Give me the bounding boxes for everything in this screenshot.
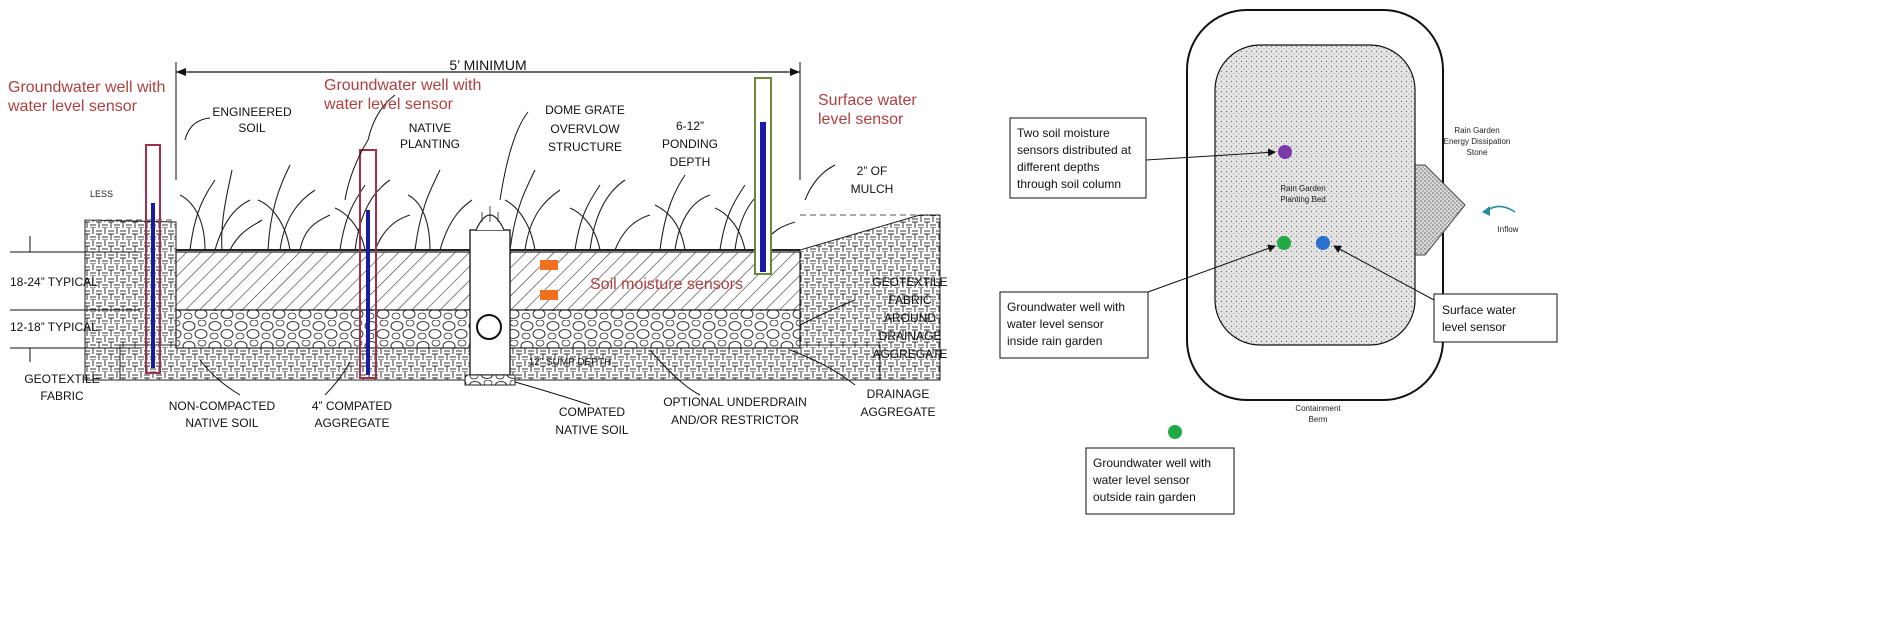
geotextile-around-label-3: AROUND xyxy=(884,311,936,325)
gw-inside-callout-line-1: Groundwater well with xyxy=(1007,300,1125,314)
geotextile-around-label-2: FABRIC xyxy=(888,293,932,307)
dome-grate-label-3: STRUCTURE xyxy=(548,140,622,154)
planting-bed xyxy=(1214,44,1416,346)
underdrain-label-1: OPTIONAL UNDERDRAIN xyxy=(663,395,807,409)
underdrain-pipe xyxy=(476,314,502,340)
dissipation-label-3: Stone xyxy=(1467,148,1488,157)
soil-moisture-sensor-upper xyxy=(540,260,558,270)
soil-moisture-callout-line-3: different depths xyxy=(1017,160,1100,174)
drainage-aggregate-label-2: AGGREGATE xyxy=(860,405,935,419)
compacted-aggregate-label-2: AGGREGATE xyxy=(314,416,389,430)
dissipation-label-2: Energy Dissipation xyxy=(1444,137,1511,146)
gw-outside-callout xyxy=(1085,447,1235,515)
soil-moisture-label: Soil moisture sensors xyxy=(590,276,743,293)
ponding-label-1: 6-12” xyxy=(676,119,704,133)
surface-sensor-arrow xyxy=(1333,245,1435,301)
soil-moisture-callout-line-2: sensors distributed at xyxy=(1017,143,1132,157)
soil-moisture-callout xyxy=(1009,117,1147,199)
gw-outside-callout-line-1: Groundwater well with xyxy=(1093,456,1211,470)
gw-well-inner-label-2: water level sensor xyxy=(323,96,454,113)
geotextile-fabric-label-1: GEOTEXTILE xyxy=(24,372,99,386)
compacted-aggregate-label-1: 4” COMPATED xyxy=(312,399,393,413)
soil-moisture-arrow xyxy=(1145,148,1276,161)
native-planting-label-2: PLANTING xyxy=(400,137,460,151)
cross-section: 5’ MINIMUM 12” SUMP DEPTH xyxy=(7,57,948,437)
plan-view: Two soil moisture sensors distributed at… xyxy=(999,9,1558,515)
engineered-soil-label-2: SOIL xyxy=(238,121,266,135)
water-level-sensor-inner xyxy=(366,210,370,375)
berm-label-2: Berm xyxy=(1308,415,1327,424)
inflow-label: Inflow xyxy=(1498,225,1519,234)
compacted-native-label-2: NATIVE SOIL xyxy=(555,423,628,437)
ponding-label-2: PONDING xyxy=(662,137,718,151)
dissipation-label-1: Rain Garden xyxy=(1454,126,1499,135)
gw-inside-dot xyxy=(1277,236,1291,250)
groundwater-well-outer xyxy=(145,144,161,374)
less-label: LESS xyxy=(90,189,113,199)
groundwater-well-inner xyxy=(359,149,377,379)
non-compacted-label-1: NON-COMPACTED xyxy=(169,399,276,413)
surface-water-sensor-bar xyxy=(760,122,766,272)
gw-outside-callout-line-2: water level sensor xyxy=(1092,473,1190,487)
dome-grate-label-1: DOME GRATE xyxy=(545,103,625,117)
soil-moisture-callout-line-4: through soil column xyxy=(1017,177,1121,191)
geotextile-around-label-5: AGGREGATE xyxy=(872,347,947,361)
typical-12-18-label: 12-18” TYPICAL xyxy=(10,320,98,334)
inflow-arrow xyxy=(1487,205,1516,213)
gw-inside-arrow xyxy=(1147,244,1276,293)
water-level-sensor-outer xyxy=(151,203,155,368)
mulch-label-2: MULCH xyxy=(851,182,894,196)
non-compacted-label-2: NATIVE SOIL xyxy=(185,416,258,430)
inflow-arrow-head xyxy=(1482,206,1490,216)
engineered-soil-label-1: ENGINEERED xyxy=(212,105,292,119)
planting-bed-label-1: Rain Garden xyxy=(1280,184,1325,193)
surface-sensor-callout xyxy=(1433,293,1558,343)
geotextile-around-label-1: GEOTEXTILE xyxy=(872,275,947,289)
gw-outside-callout-line-3: outside rain garden xyxy=(1093,490,1196,504)
arrow-head-right xyxy=(790,68,800,76)
soil-moisture-callout-line-1: Two soil moisture xyxy=(1017,126,1110,140)
arrow-head-left xyxy=(176,68,186,76)
gw-inside-callout-line-3: inside rain garden xyxy=(1007,334,1102,348)
soil-moisture-sensor-lower xyxy=(540,290,558,300)
native-planting-label-1: NATIVE xyxy=(409,121,451,135)
gw-inside-callout xyxy=(999,291,1149,359)
gw-well-outer-label-2: water level sensor xyxy=(7,98,138,115)
typical-18-24-label: 18-24” TYPICAL xyxy=(10,275,98,289)
native-plants xyxy=(179,164,796,251)
surface-sensor-callout-line-1: Surface water xyxy=(1442,303,1516,317)
gw-outside-dot xyxy=(1168,425,1182,439)
sump-aggregate xyxy=(464,374,516,386)
surface-sensor-label-2: level sensor xyxy=(818,111,904,128)
berm-label-1: Containment xyxy=(1295,404,1341,413)
surface-sensor-dot xyxy=(1316,236,1330,250)
planting-bed-label-2: Planting Bed xyxy=(1280,195,1325,204)
underdrain-label-2: AND/OR RESTRICTOR xyxy=(671,413,799,427)
ponding-label-3: DEPTH xyxy=(670,155,711,169)
geotextile-around-label-4: DRAINAGE xyxy=(879,329,942,343)
sump-depth-label: 12” SUMP DEPTH xyxy=(529,357,612,368)
depth-dimension-marks xyxy=(10,236,140,362)
gw-well-outer-label-1: Groundwater well with xyxy=(8,79,165,96)
surface-sensor-label-1: Surface water xyxy=(818,92,917,109)
dome-grate-label-2: OVERVLOW xyxy=(550,122,620,136)
mulch-label-1: 2” OF xyxy=(857,164,888,178)
soil-moisture-dot xyxy=(1278,145,1292,159)
gw-well-inner-label-1: Groundwater well with xyxy=(324,77,481,94)
dome-grate-bars xyxy=(481,206,499,222)
geotextile-fabric-label-2: FABRIC xyxy=(40,389,84,403)
compacted-native-label-1: COMPATED xyxy=(559,405,626,419)
gw-inside-callout-line-2: water level sensor xyxy=(1006,317,1104,331)
leader-lines xyxy=(184,94,856,406)
surface-sensor-callout-line-2: level sensor xyxy=(1442,320,1506,334)
dimension-label: 5’ MINIMUM xyxy=(449,57,526,73)
drainage-aggregate-label-1: DRAINAGE xyxy=(867,387,930,401)
overflow-structure xyxy=(469,229,511,376)
